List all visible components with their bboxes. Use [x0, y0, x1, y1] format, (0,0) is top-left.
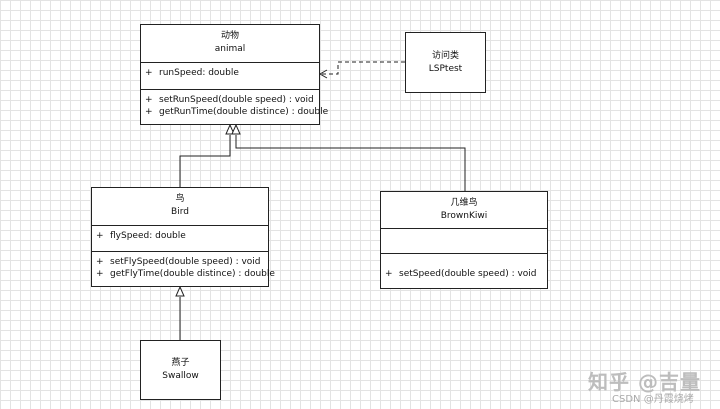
- class-bird[interactable]: 鸟 Bird + flySpeed: double + setFlySpeed(…: [91, 187, 275, 287]
- class-bird-methods: + setFlySpeed(double speed) : void + get…: [92, 252, 275, 284]
- method-text: getFlyTime(double distince) : double: [110, 269, 275, 279]
- method-row: + setFlySpeed(double speed) : void: [96, 256, 268, 268]
- class-swallow-en-name: Swallow: [162, 371, 199, 381]
- class-bird-attributes: + flySpeed: double: [92, 226, 268, 252]
- class-lsptest[interactable]: 访问类 LSPtest: [405, 32, 486, 93]
- method-text: setRunSpeed(double speed) : void: [159, 95, 314, 105]
- method-text: setSpeed(double speed) : void: [399, 269, 537, 279]
- watermark-zhihu: 知乎 @吉量: [588, 370, 701, 394]
- visibility-marker: +: [96, 269, 104, 279]
- class-swallow-cn-name: 燕子: [171, 358, 190, 368]
- class-brownkiwi-header: 几维鸟 BrownKiwi: [381, 192, 547, 229]
- brownkiwi-inheritance-arrowhead: [231, 123, 241, 135]
- attribute-row: + flySpeed: double: [96, 230, 268, 242]
- attribute-text: runSpeed: double: [159, 68, 239, 78]
- class-animal-cn-name: 动物: [220, 31, 239, 41]
- method-text: setFlySpeed(double speed) : void: [110, 257, 261, 267]
- class-animal[interactable]: 动物 animal + runSpeed: double + setRunSpe…: [140, 24, 328, 125]
- class-animal-en-name: animal: [214, 44, 246, 54]
- class-brownkiwi-attributes: [381, 229, 547, 254]
- bird-inheritance-line: [179, 135, 231, 187]
- attribute-row: + runSpeed: double: [145, 67, 319, 79]
- class-swallow[interactable]: 燕子 Swallow: [140, 340, 221, 400]
- class-lsptest-cn-name: 访问类: [431, 50, 459, 61]
- visibility-marker: +: [96, 231, 104, 241]
- visibility-marker: +: [145, 95, 153, 105]
- class-animal-attributes: + runSpeed: double: [141, 63, 319, 90]
- brownkiwi-inheritance-line: [235, 135, 466, 191]
- watermark-csdn: CSDN @丹霞烧烤: [612, 394, 694, 405]
- class-bird-cn-name: 鸟: [175, 194, 185, 204]
- attribute-text: flySpeed: double: [110, 231, 186, 241]
- visibility-marker: +: [145, 107, 153, 117]
- dependency-line: [320, 61, 405, 75]
- method-row: + setSpeed(double speed) : void: [385, 268, 547, 280]
- method-row: + getRunTime(double distince) : double: [145, 106, 328, 118]
- visibility-marker: +: [145, 68, 153, 78]
- bird-inheritance-arrowhead: [225, 123, 235, 135]
- visibility-marker: +: [96, 257, 104, 267]
- visibility-marker: +: [385, 269, 393, 279]
- class-brownkiwi-methods: + setSpeed(double speed) : void: [381, 254, 547, 284]
- class-animal-header: 动物 animal: [141, 25, 319, 63]
- method-text: getRunTime(double distince) : double: [159, 107, 329, 117]
- class-animal-methods: + setRunSpeed(double speed) : void + get…: [141, 90, 328, 122]
- swallow-inheritance-arrowhead: [175, 285, 185, 297]
- dependency-arrowhead: [318, 69, 328, 79]
- class-brownkiwi[interactable]: 几维鸟 BrownKiwi + setSpeed(double speed) :…: [380, 191, 548, 289]
- class-bird-en-name: Bird: [171, 207, 189, 217]
- class-brownkiwi-cn-name: 几维鸟: [450, 198, 478, 208]
- class-lsptest-en-name: LSPtest: [428, 63, 463, 74]
- method-row: + getFlyTime(double distince) : double: [96, 268, 275, 280]
- class-bird-header: 鸟 Bird: [92, 188, 268, 226]
- method-row: + setRunSpeed(double speed) : void: [145, 94, 319, 106]
- class-brownkiwi-en-name: BrownKiwi: [440, 211, 488, 221]
